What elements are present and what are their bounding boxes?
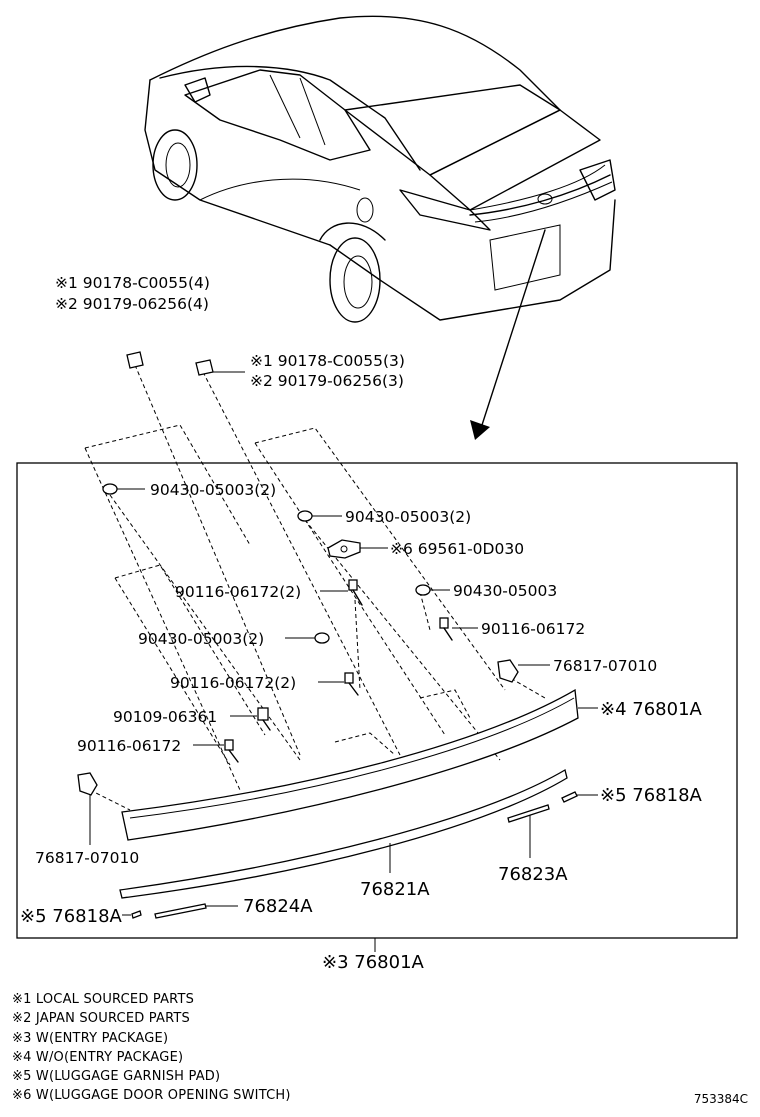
label-clip-b-1: ※1 90178-C0055(3)	[250, 352, 405, 370]
switch-icon	[327, 539, 361, 559]
bolt-icon	[348, 579, 363, 606]
label-nut-4: 90430-05003(2)	[138, 630, 264, 648]
label-bolt-2: 90116-06172	[481, 620, 585, 638]
note-3: ※3 W(ENTRY PACKAGE)	[12, 1031, 168, 1046]
part-labels: ※1 90178-C0055(4) ※2 90179-06256(4) ※1 9…	[20, 274, 703, 973]
label-clip-b-2: ※2 90179-06256(3)	[250, 372, 404, 390]
label-clip-l: 76817-07010	[35, 849, 139, 867]
car-illustration	[144, 15, 616, 440]
notes-legend: ※1 LOCAL SOURCED PARTS ※2 JAPAN SOURCED …	[12, 992, 291, 1103]
label-moulding: 76821A	[360, 879, 430, 900]
note-6: ※6 W(LUGGAGE DOOR OPENING SWITCH)	[12, 1088, 291, 1103]
bolt-icon	[344, 672, 359, 696]
garnish-moulding	[119, 768, 568, 899]
label-screw: 90109-06361	[113, 708, 217, 726]
pad-icon	[561, 791, 578, 803]
seal-strip	[507, 804, 550, 823]
clip-icon	[77, 772, 98, 796]
note-5: ※5 W(LUGGAGE GARNISH PAD)	[12, 1069, 220, 1084]
label-seal-r: 76823A	[498, 864, 568, 885]
nut-icon	[415, 584, 431, 596]
nut-icon	[314, 632, 330, 644]
label-nut-3: 90430-05003	[453, 582, 557, 600]
label-seal-l: 76824A	[243, 896, 313, 917]
label-switch: ※6 69561-0D030	[390, 540, 524, 558]
luggage-garnish	[121, 688, 579, 841]
clip-icon	[126, 351, 144, 369]
label-pad-l: ※5 76818A	[20, 906, 123, 927]
assembly-box	[16, 462, 738, 939]
label-bolt-4: 90116-06172	[77, 737, 181, 755]
clip-icon	[195, 359, 214, 376]
nut-icon	[297, 510, 313, 522]
note-2: ※2 JAPAN SOURCED PARTS	[12, 1011, 190, 1026]
note-1: ※1 LOCAL SOURCED PARTS	[12, 992, 194, 1007]
label-garnish-3: ※3 76801A	[322, 952, 425, 973]
label-clip-r: 76817-07010	[553, 657, 657, 675]
label-clip-a-2: ※2 90179-06256(4)	[55, 295, 209, 313]
drawing-number: 753384C	[694, 1092, 748, 1106]
seal-strip	[154, 903, 207, 919]
clip-icon	[497, 659, 519, 683]
bolt-icon	[224, 739, 239, 763]
screw-icon	[257, 707, 271, 731]
bolt-icon	[439, 617, 453, 641]
nut-icon	[102, 483, 118, 495]
label-nut-2: 90430-05003(2)	[345, 508, 471, 526]
label-pad-r: ※5 76818A	[600, 785, 703, 806]
label-nut-1: 90430-05003(2)	[150, 481, 276, 499]
pad-icon	[131, 910, 142, 919]
label-bolt-3: 90116-06172(2)	[170, 674, 296, 692]
note-4: ※4 W/O(ENTRY PACKAGE)	[12, 1050, 183, 1065]
label-bolt-1: 90116-06172(2)	[175, 583, 301, 601]
dashed-leaders	[84, 364, 546, 811]
label-clip-a-1: ※1 90178-C0055(4)	[55, 274, 210, 292]
label-garnish-4: ※4 76801A	[600, 699, 703, 720]
